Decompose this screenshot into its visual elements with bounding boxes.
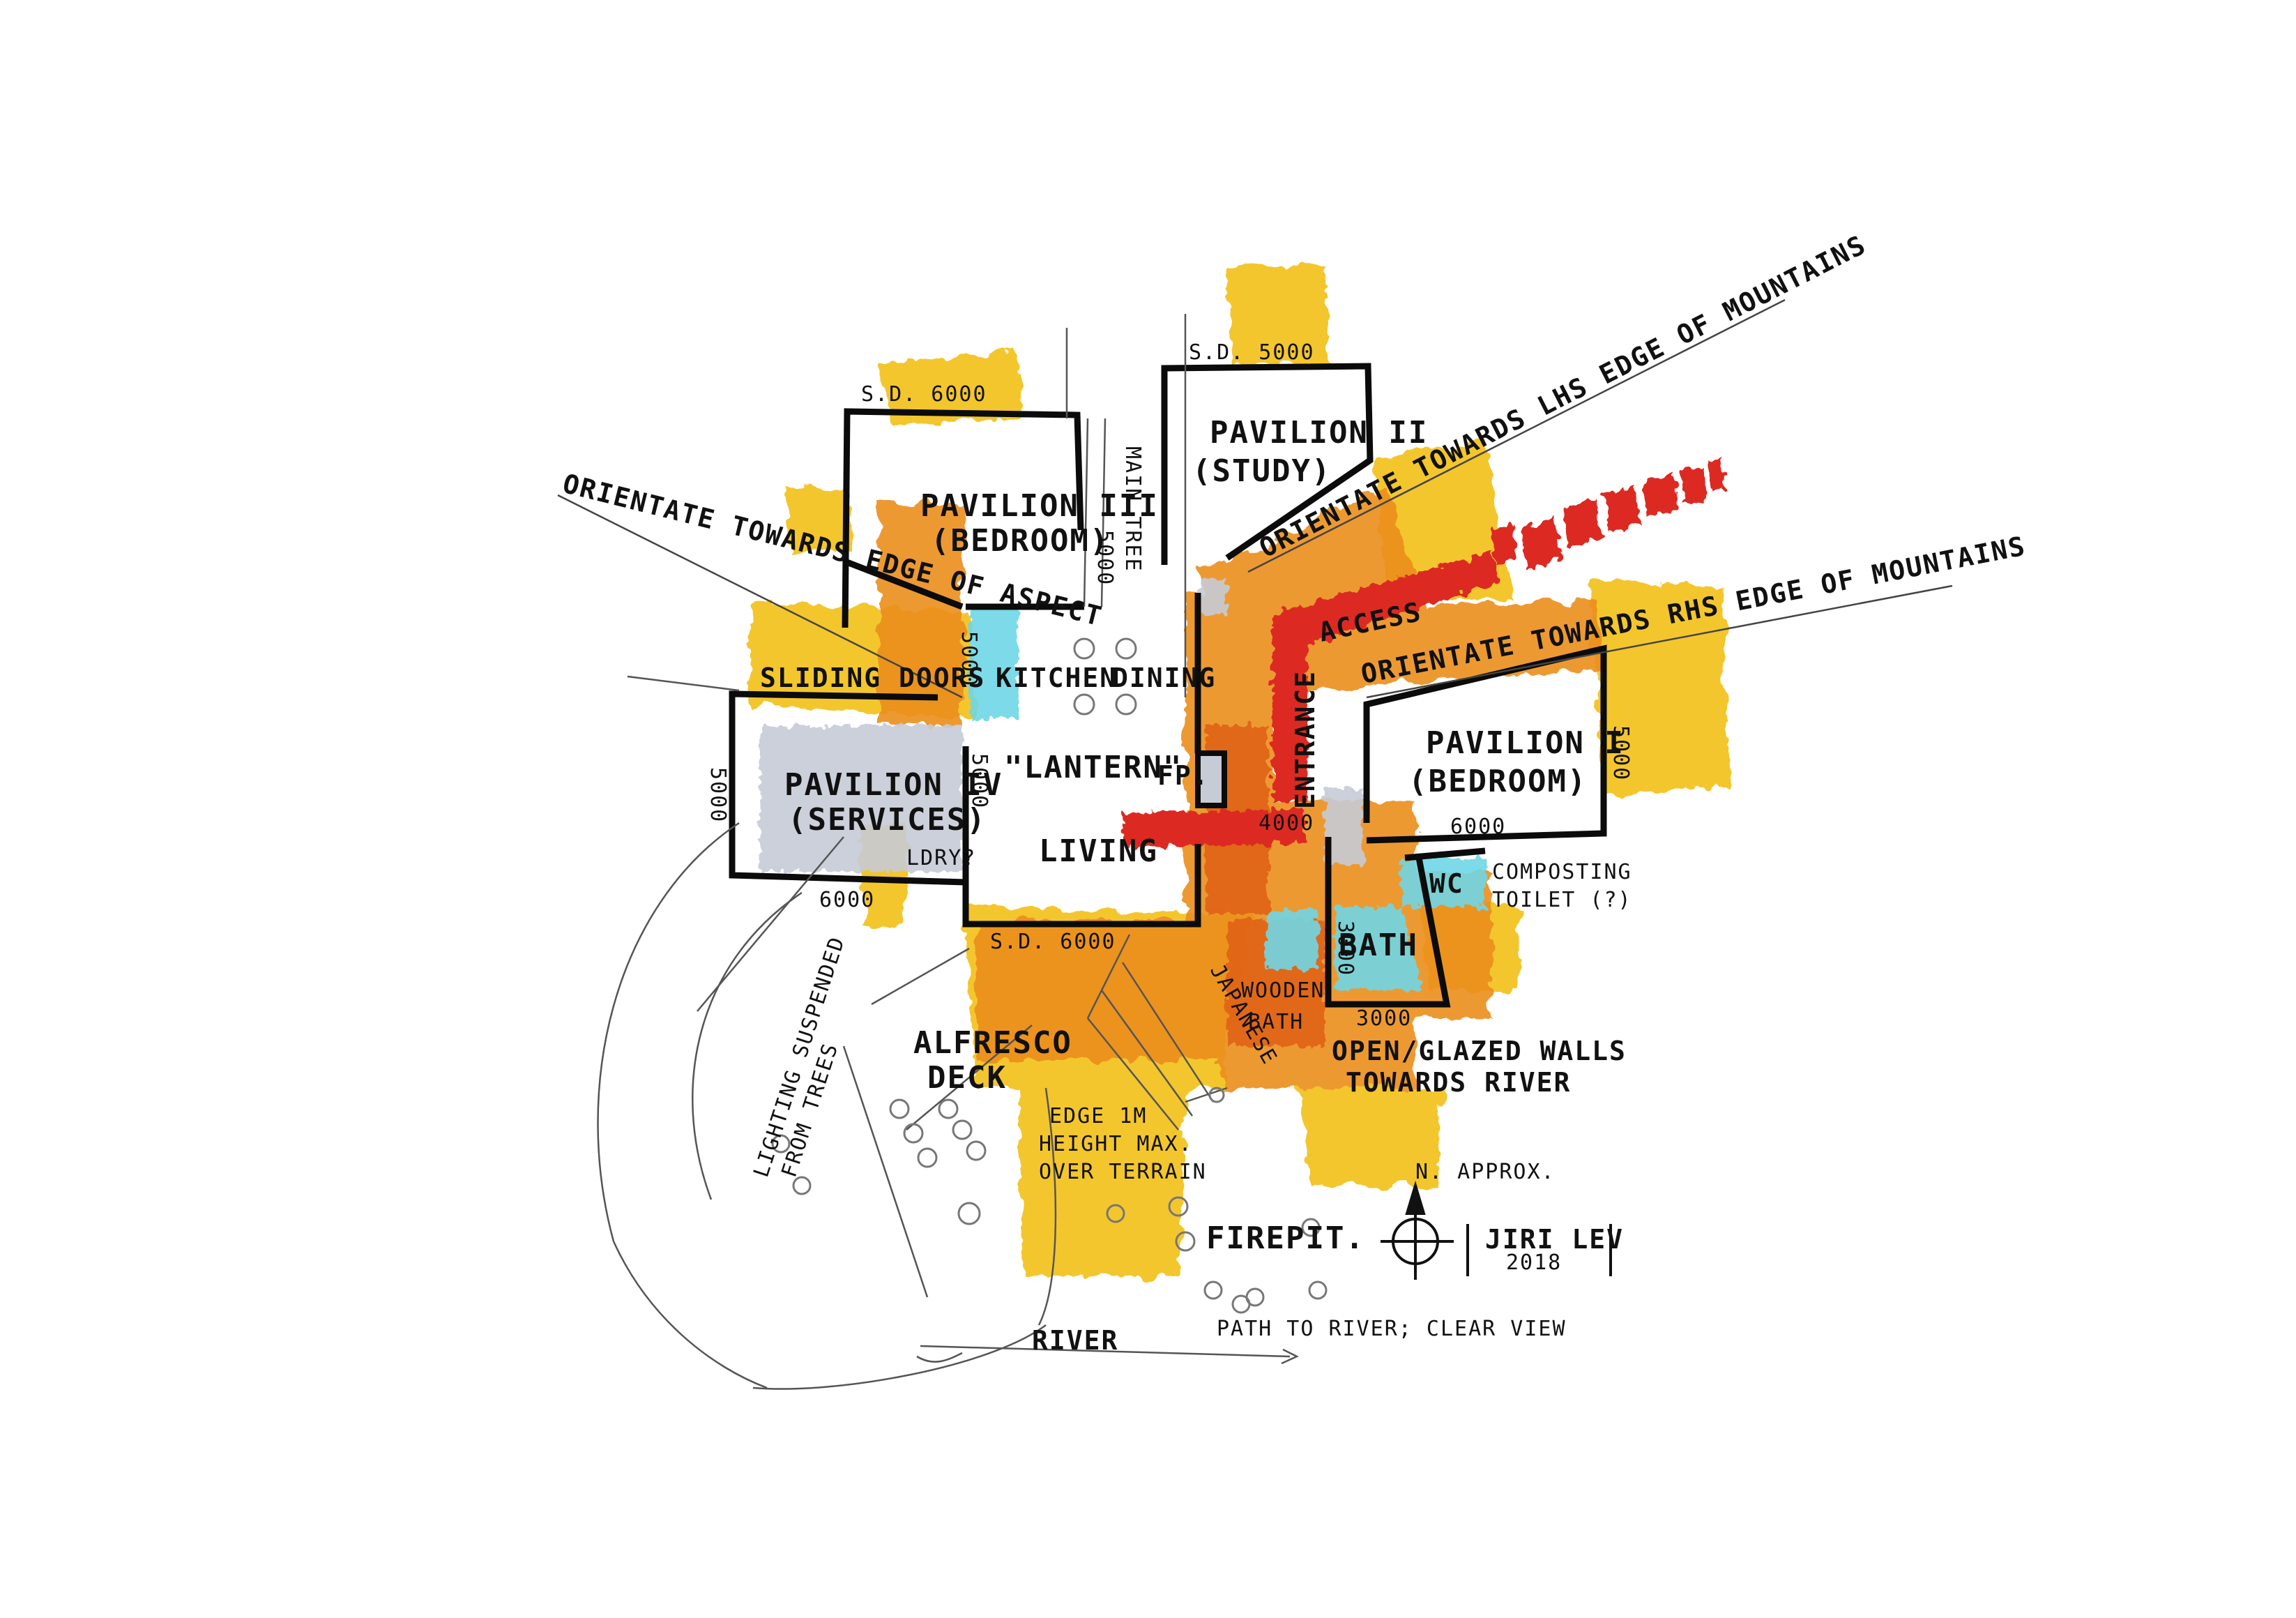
note-edge-3: OVER TERRAIN [1039, 1160, 1207, 1184]
dim-bath-side: 3000 [1333, 921, 1358, 976]
note-japanese-2: WOODEN [1241, 978, 1325, 1003]
note-edge-1: EDGE 1M [1049, 1104, 1147, 1128]
note-river: RIVER [1032, 1325, 1118, 1356]
dim-entrance-width: 4000 [1259, 811, 1314, 836]
tree-markers [771, 637, 1328, 1314]
pavilion-2-walls [1161, 363, 1374, 565]
note-composting-2: TOILET (?) [1492, 888, 1632, 912]
laundry-label: LDRY? [906, 846, 976, 870]
note-open-walls-2: TOWARDS RIVER [1346, 1067, 1571, 1098]
orientation-sight-lines [557, 298, 1953, 699]
signature-frame [1466, 1224, 1612, 1276]
pavilion-1-use: (BEDROOM) [1408, 764, 1587, 799]
pavilion-3-use: (BEDROOM) [931, 523, 1109, 559]
deck-label: DECK [927, 1060, 1007, 1096]
wc-label: WC [1429, 868, 1464, 899]
pavilion-4-title: PAVILION IV [784, 767, 1003, 803]
bath-walls [1325, 837, 1486, 1008]
note-path: PATH TO RIVER; CLEAR VIEW [1217, 1317, 1567, 1341]
pavilion-1-walls [1363, 644, 1607, 844]
pencil-construction-lines [597, 314, 1299, 1390]
note-edge-2: HEIGHT MAX. [1039, 1132, 1193, 1156]
bath-label: BATH [1339, 928, 1418, 963]
pavilion-3-walls [842, 408, 1084, 628]
note-open-walls-1: OPEN/GLAZED WALLS [1332, 1036, 1627, 1066]
firepit-label: FIREPIT. [1206, 1220, 1365, 1256]
dim-pavilion-1-bottom: 6000 [1450, 815, 1506, 839]
dim-main-tree: 5000 [1093, 530, 1117, 586]
lantern-walls [962, 593, 1227, 928]
note-sliding-doors: SLIDING DOORS [760, 663, 985, 693]
pavilion-3-title: PAVILION III [920, 488, 1159, 524]
note-composting-1: COMPOSTING [1492, 860, 1632, 884]
signature-year: 2018 [1506, 1250, 1562, 1275]
fireplace-label: FP. [1157, 760, 1210, 791]
main-tree-label: MAIN TREE [1120, 446, 1145, 573]
dim-pavilion-3-side: 5000 [957, 631, 981, 687]
lantern-label: "LANTERN" [1004, 750, 1183, 785]
pavilion-2-title: PAVILION II [1210, 415, 1428, 451]
dining-label: DINING [1112, 663, 1216, 693]
living-label: LIVING [1039, 833, 1158, 869]
access-path [1123, 457, 1726, 847]
wet-area-fills [760, 579, 1485, 990]
entrance-label: ENTRANCE [1290, 670, 1321, 809]
kitchen-label: KITCHEN [996, 663, 1117, 693]
signature-name: JIRI LEV [1485, 1224, 1624, 1255]
dim-pavilion-1-right: 5000 [1609, 725, 1633, 781]
pavilion-2-use: (STUDY) [1192, 453, 1331, 489]
sd-5000: S.D. 5000 [1189, 340, 1315, 365]
dim-bath-bottom: 3000 [1356, 1006, 1412, 1031]
dim-pavilion-4-left: 5000 [706, 767, 730, 823]
note-north: N. APPROX. [1415, 1160, 1556, 1184]
sd-6000-top: S.D. 6000 [861, 382, 987, 407]
note-japanese-3: BATH [1248, 1010, 1304, 1034]
dim-pavilion-4-right: 5000 [967, 753, 991, 809]
dim-pavilion-4-bottom: 6000 [819, 888, 875, 912]
sd-6000-bottom: S.D. 6000 [990, 930, 1116, 954]
pavilion-1-title: PAVILION I [1426, 725, 1625, 761]
pavilion-4-use: (SERVICES) [788, 802, 987, 838]
north-arrow-icon [1381, 1181, 1454, 1280]
alfresco-label: ALFRESCO [913, 1025, 1072, 1061]
